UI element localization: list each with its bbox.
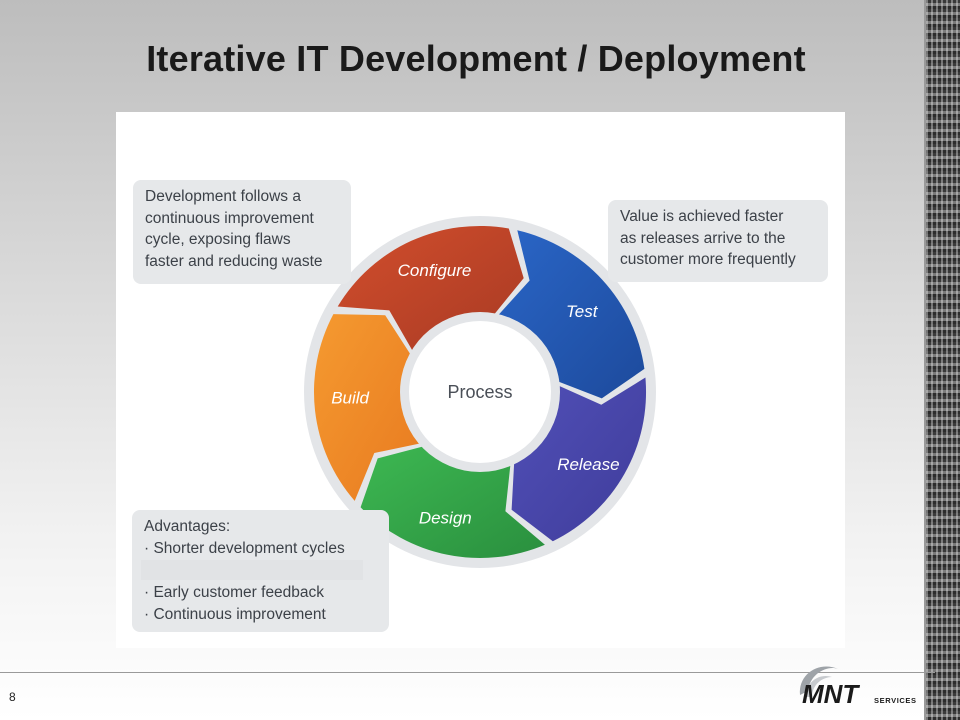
callout-line: Value is achieved faster (620, 208, 784, 225)
cycle-label-release: Release (557, 455, 619, 474)
callout-line: faster and reducing waste (145, 252, 323, 270)
footer-divider (0, 672, 935, 673)
logo-swoosh (799, 666, 838, 695)
redacted-line (141, 560, 363, 580)
slide-title: Iterative IT Development / Deployment (146, 38, 806, 79)
advantage-item: · Continuous improvement (144, 605, 326, 623)
cycle-segment-design (360, 446, 545, 559)
cycle-segment-build (313, 314, 422, 501)
advantages-heading: Advantages: (144, 518, 231, 535)
logo-swoosh-inner (806, 675, 832, 697)
slide-decorative-border (926, 0, 960, 720)
callout-line: as releases arrive to the (620, 229, 786, 247)
company-logo: MNT SERVICES (799, 666, 917, 709)
cycle-label-design: Design (419, 508, 472, 527)
cycle-segment-release (511, 377, 647, 542)
callout-line: customer more frequently (620, 251, 796, 268)
center-label: Process (447, 382, 512, 402)
callout-line: Development follows a (145, 188, 301, 205)
callout-line: cycle, exposing flaws (145, 231, 291, 248)
cycle-label-test: Test (566, 302, 599, 321)
cycle-label-build: Build (331, 389, 369, 408)
page-number: 8 (9, 690, 16, 704)
cycle-label-configure: Configure (398, 261, 472, 280)
logo-subtext: SERVICES (874, 696, 917, 705)
cycle-segment-configure (337, 225, 524, 352)
center-hub (409, 321, 551, 463)
advantage-item: · Early customer feedback (144, 584, 325, 601)
callout-advantages: Advantages: · Shorter development cycles… (132, 510, 389, 632)
slide-border-edge (924, 0, 926, 720)
callout-value-faster: Value is achieved faster as releases arr… (608, 200, 828, 282)
cycle-segment-test (497, 230, 645, 399)
callout-line: continuous improvement (145, 209, 314, 227)
advantage-item: · Shorter development cycles (144, 539, 345, 557)
logo-wordmark: MNT (802, 679, 860, 709)
callout-continuous-improvement: Development follows a continuous improve… (133, 180, 351, 284)
